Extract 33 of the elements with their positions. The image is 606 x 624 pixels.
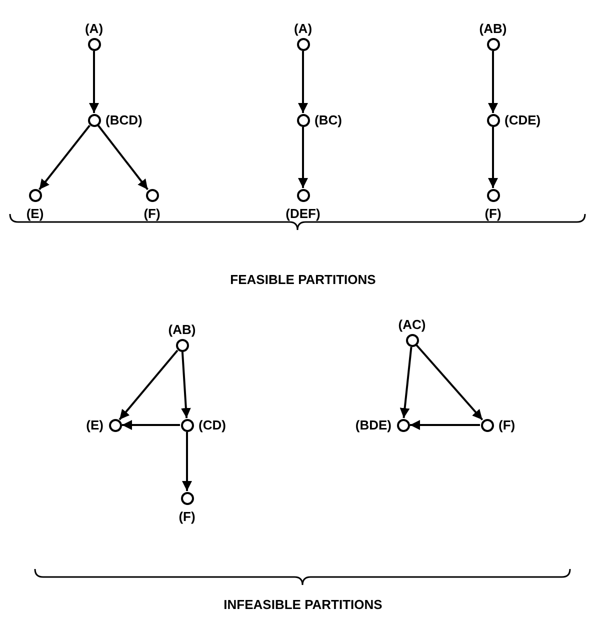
arrow [97, 124, 149, 190]
arrow [488, 51, 498, 113]
node-label: (A) [84, 20, 104, 36]
arrow [298, 51, 308, 113]
arrow [118, 350, 178, 420]
node-label: (F) [144, 206, 160, 220]
arrow [89, 51, 99, 113]
node-label: (AB) [168, 322, 196, 336]
arrow [180, 352, 191, 418]
caption-text: INFEASIBLE PARTITIONS [224, 597, 382, 612]
node-label: (BCD) [106, 112, 142, 128]
arrow [182, 432, 192, 491]
node-label: (AB) [479, 20, 507, 36]
node-label: (BDE) [355, 418, 392, 432]
node-label: (F) [484, 206, 502, 220]
node-label: (E) [86, 418, 104, 432]
arrow [38, 124, 90, 190]
arrow [400, 346, 412, 418]
node-label: (F) [498, 418, 516, 432]
arrow [410, 420, 480, 430]
arrow [488, 127, 498, 188]
node-label: (CD) [198, 418, 226, 432]
node-label: (A) [294, 20, 312, 36]
arrow [298, 127, 308, 188]
node-label: (AC) [398, 316, 426, 332]
node-label: (CDE) [504, 112, 541, 128]
arrow [122, 420, 180, 430]
node-label: (E) [26, 206, 44, 220]
arrow [416, 344, 484, 420]
node-label: (DEF) [286, 206, 320, 220]
caption-text: FEASIBLE PARTITIONS [230, 272, 376, 287]
node-label: (BC) [314, 112, 342, 128]
node-label: (F) [178, 508, 196, 524]
